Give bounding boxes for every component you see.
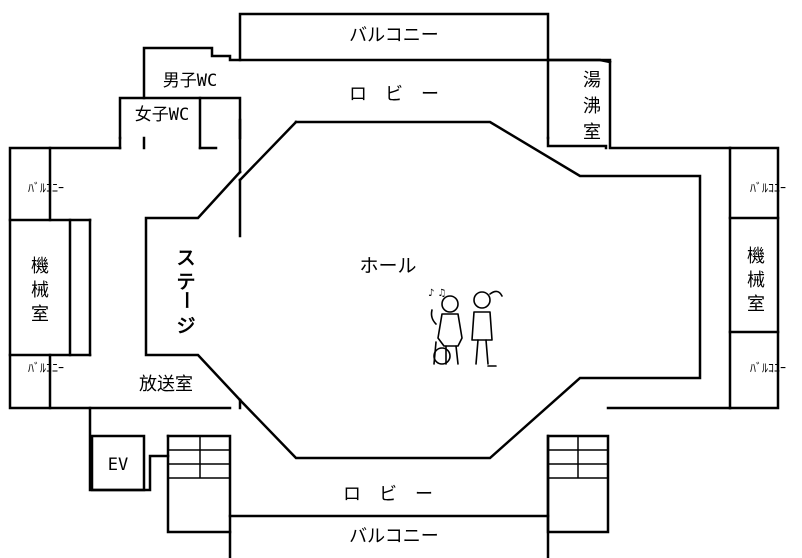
- label-elevator: EV: [108, 455, 128, 475]
- staircase-left: [168, 436, 230, 479]
- label-machine-room-left-2: 械: [31, 280, 49, 301]
- label-stage-4: ジ: [176, 315, 195, 337]
- label-womens-wc: 女子WC: [135, 105, 189, 125]
- label-stage-2: テ: [176, 271, 195, 293]
- walls: [8, 12, 780, 558]
- label-hall: ホール: [359, 255, 416, 277]
- music-notes-icon: ♪ ♫: [428, 288, 447, 299]
- label-lobby-top: ロ ビ ー: [349, 84, 439, 105]
- label-balcony-top: バルコニー: [349, 25, 439, 46]
- label-balcony-right-lower: ﾊﾞﾙｺﾆｰ: [750, 361, 786, 375]
- dancing-people-icon: ♪ ♫: [428, 288, 503, 367]
- label-balcony-left-upper: ﾊﾞﾙｺﾆｰ: [28, 181, 64, 195]
- label-lobby-bottom: ロ ビ ー: [343, 484, 433, 505]
- label-boiler-room-3: 室: [583, 122, 601, 143]
- label-balcony-bottom: バルコニー: [349, 526, 439, 547]
- label-machine-room-right-1: 機: [747, 246, 765, 267]
- label-machine-room-left-1: 機: [31, 256, 49, 277]
- label-machine-room-right-2: 械: [747, 270, 765, 291]
- label-balcony-right-upper: ﾊﾞﾙｺﾆｰ: [750, 181, 786, 195]
- label-balcony-left-lower: ﾊﾞﾙｺﾆｰ: [28, 361, 64, 375]
- label-machine-room-right-3: 室: [747, 294, 765, 315]
- label-stage-1: ス: [176, 247, 195, 269]
- label-broadcast-room: 放送室: [139, 374, 193, 395]
- staircase-right: [548, 436, 608, 479]
- label-machine-room-left-3: 室: [31, 304, 49, 325]
- label-stage-3: ー: [175, 290, 197, 309]
- label-boiler-room-1: 湯: [583, 70, 601, 91]
- label-mens-wc: 男子WC: [163, 71, 217, 91]
- label-boiler-room-2: 沸: [583, 96, 601, 117]
